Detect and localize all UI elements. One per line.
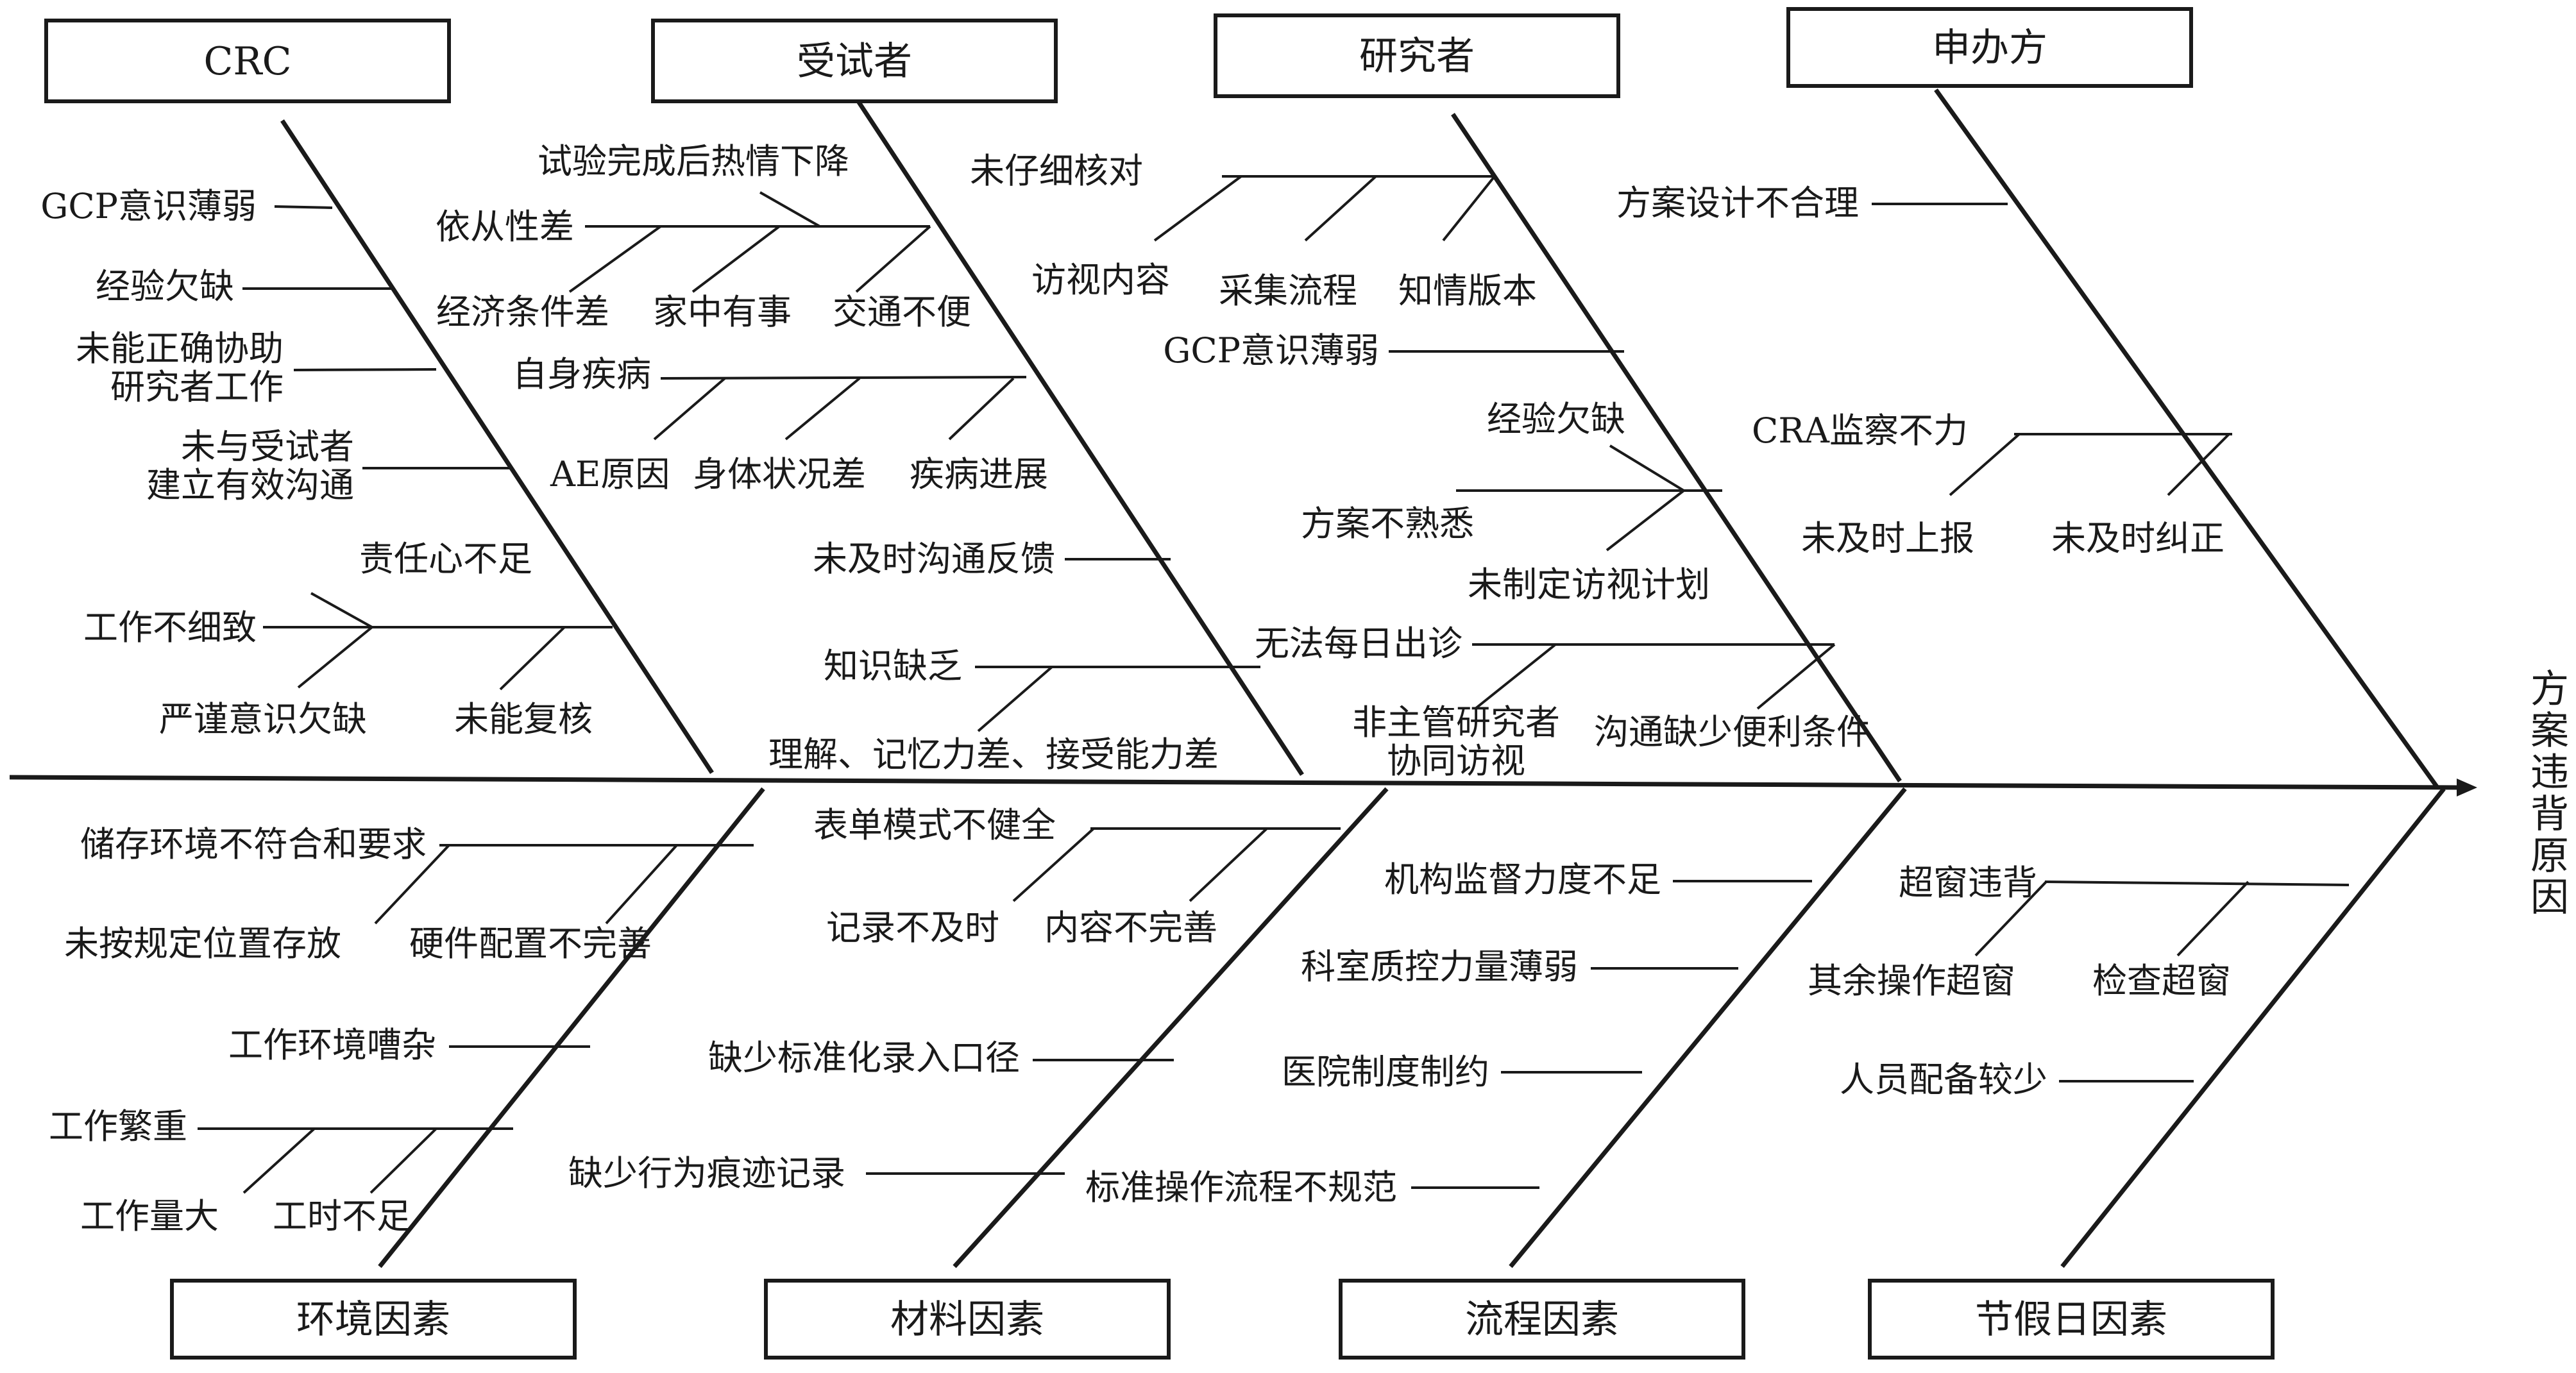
cause-label: 无法每日出诊 [1255, 623, 1462, 664]
environment-branch: 储存环境不符合和要求 未按规定位置存放 硬件配置不完善 工作环境嘈杂 工作繁重 … [49, 824, 754, 1236]
cause-label: 经验欠缺 [96, 266, 234, 307]
cause-label: 依从性差 [436, 206, 574, 247]
cause-label: 非主管研究者 [1352, 702, 1560, 743]
category-box-subject: 受试者 [651, 19, 1058, 103]
cause-label: 经济条件差 [436, 292, 609, 332]
cause-label: 储存环境不符合和要求 [80, 824, 427, 864]
cause-label: 责任心不足 [359, 539, 532, 579]
cause-label: 未仔细核对 [970, 151, 1143, 191]
cause-label: 经验欠缺 [1487, 399, 1625, 439]
cause-label: 标准操作流程不规范 [1085, 1167, 1397, 1208]
category-label: 材料因素 [890, 1297, 1044, 1342]
cause-label: 知识缺乏 [824, 646, 962, 686]
cause-label: 其余操作超窗 [1808, 961, 2015, 1001]
category-box-process: 流程因素 [1339, 1279, 1745, 1360]
cause-label: 记录不及时 [826, 907, 999, 948]
category-box-investigator: 研究者 [1214, 13, 1620, 98]
cause-label: 检查超窗 [2092, 961, 2231, 1001]
cause-label: 家中有事 [653, 292, 792, 332]
cause-label: 未制定访视计划 [1468, 564, 1710, 605]
cause-label: 试验完成后热情下降 [538, 141, 849, 181]
category-label: 节假日因素 [1975, 1297, 2167, 1342]
cause-label: AE原因 [550, 454, 670, 494]
cause-label: 内容不完善 [1044, 907, 1217, 948]
process-branch: 机构监督力度不足 科室质控力量薄弱 医院制度制约 标准操作流程不规范 [1085, 859, 1812, 1208]
effect-char: 原 [2530, 834, 2569, 879]
cause-label: CRA监察不力 [1752, 410, 1968, 451]
cause-label: 建立有效沟通 [146, 465, 354, 505]
subject-branch: 试验完成后热情下降 依从性差 经济条件差 家中有事 交通不便 自身疾病 AE原因… [436, 141, 1260, 775]
holiday-branch: 超窗违背 其余操作超窗 检查超窗 人员配备较少 [1808, 863, 2350, 1100]
cause-label: 工作不细致 [83, 607, 257, 648]
cause-label: 严谨意识欠缺 [159, 699, 367, 739]
sponsor-branch: 方案设计不合理 CRA监察不力 未及时上报 未及时纠正 [1616, 183, 2232, 559]
effect-char: 方 [2530, 667, 2569, 712]
material-branch: 表单模式不健全 记录不及时 内容不完善 缺少标准化录入口径 缺少行为痕迹记录 [568, 805, 1341, 1193]
effect-char: 背 [2530, 792, 2569, 837]
cause-label: 未与受试者 [181, 426, 354, 467]
cause-label: 机构监督力度不足 [1384, 859, 1661, 900]
cause-label: 知情版本 [1398, 271, 1537, 311]
category-label: 流程因素 [1465, 1297, 1619, 1342]
category-label: 研究者 [1359, 34, 1475, 79]
cause-label: 研究者工作 [110, 367, 284, 407]
cause-label: 方案不熟悉 [1301, 503, 1474, 544]
cause-label: 疾病进展 [910, 454, 1048, 494]
category-label: 受试者 [797, 39, 912, 84]
cause-label: 未及时纠正 [2051, 518, 2224, 559]
category-label: 环境因素 [296, 1297, 450, 1342]
cause-label: 访视内容 [1031, 260, 1170, 300]
category-box-crc: CRC [44, 19, 451, 103]
cause-label: 自身疾病 [513, 354, 651, 394]
cause-label: 缺少行为痕迹记录 [568, 1153, 845, 1193]
category-box-material: 材料因素 [764, 1279, 1171, 1360]
investigator-branch: 未仔细核对 访视内容 采集流程 知情版本 GCP意识薄弱 经验欠缺 方案不熟悉 … [970, 151, 1871, 781]
cause-label: 协同访视 [1387, 741, 1525, 781]
cause-label: 身体状况差 [693, 454, 866, 494]
cause-label: 未及时上报 [1801, 518, 1974, 559]
cause-label: GCP意识薄弱 [40, 186, 257, 226]
effect-char: 违 [2530, 750, 2569, 795]
category-box-sponsor: 申办方 [1786, 7, 2193, 88]
cause-label: 科室质控力量薄弱 [1301, 947, 1578, 987]
cause-label: 工作环境嘈杂 [228, 1025, 436, 1065]
category-box-environment: 环境因素 [170, 1279, 577, 1360]
cause-label: 交通不便 [833, 292, 971, 332]
cause-label: 超窗违背 [1899, 863, 2037, 903]
cause-label: 沟通缺少便利条件 [1594, 712, 1871, 752]
cause-label: 硬件配置不完善 [409, 923, 652, 964]
category-bones [280, 88, 2446, 1268]
cause-label: 医院制度制约 [1282, 1052, 1489, 1092]
effect-char: 案 [2530, 709, 2569, 754]
effect-label: 方 案 违 背 原 因 [2530, 667, 2569, 920]
cause-label: 表单模式不健全 [813, 805, 1056, 845]
crc-branch: GCP意识薄弱 经验欠缺 未能正确协助 研究者工作 未与受试者 建立有效沟通 工… [40, 186, 613, 739]
effect-char: 因 [2530, 875, 2569, 920]
cause-label: 理解、记忆力差、接受能力差 [768, 734, 1219, 775]
category-label: CRC [204, 39, 292, 84]
cause-label: 工作量大 [80, 1196, 219, 1236]
category-box-holiday: 节假日因素 [1868, 1279, 2275, 1360]
category-label: 申办方 [1932, 26, 2047, 71]
cause-label: 未能复核 [454, 699, 593, 739]
main-spine [9, 775, 2477, 796]
cause-label: 缺少标准化录入口径 [708, 1038, 1020, 1078]
cause-label: 未按规定位置存放 [64, 923, 341, 964]
cause-label: 人员配备较少 [1840, 1059, 2047, 1100]
cause-label: 未及时沟通反馈 [813, 539, 1055, 579]
cause-label: 工时不足 [273, 1196, 411, 1236]
cause-label: GCP意识薄弱 [1163, 330, 1379, 371]
cause-label: 方案设计不合理 [1616, 183, 1859, 223]
cause-label: 工作繁重 [49, 1106, 187, 1147]
cause-label: 采集流程 [1219, 271, 1357, 311]
cause-label: 未能正确协助 [76, 328, 284, 369]
